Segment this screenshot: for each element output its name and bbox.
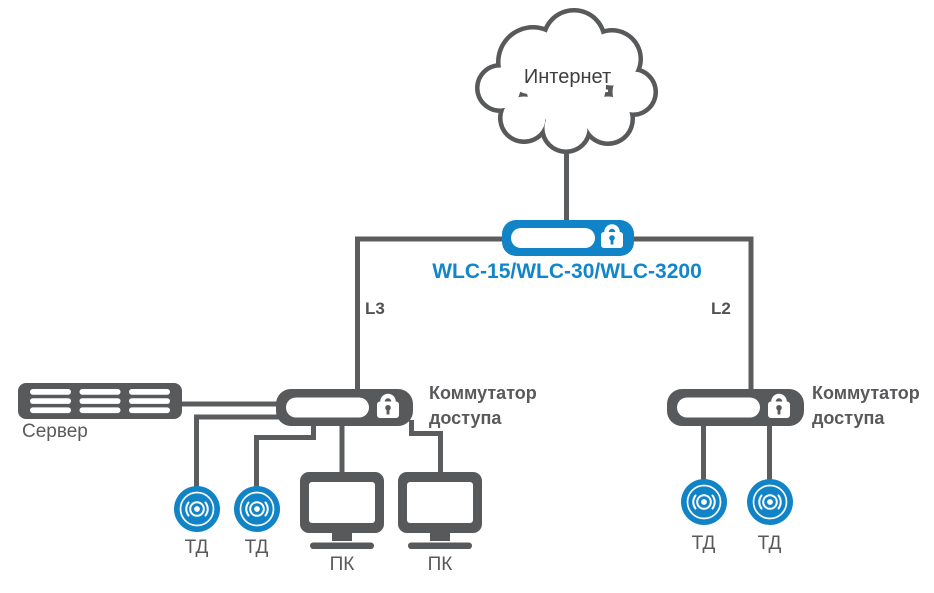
access-point-label: ТД (244, 537, 269, 558)
access-point-icon (746, 479, 793, 525)
pc (397, 472, 483, 549)
left-switch-label-line1: Коммутатор (429, 383, 537, 403)
access-switch-right (667, 389, 804, 426)
right-switch-label-line1: Коммутатор (812, 383, 920, 403)
internet-cloud-icon (475, 8, 658, 154)
left-switch-label: Коммутатор доступа (429, 381, 537, 431)
access-point (233, 486, 280, 532)
pc (299, 472, 385, 549)
switch-lock-icon (276, 389, 413, 426)
wire-switch-to-ap2 (254, 420, 316, 492)
left-switch-label-line2: доступа (429, 408, 502, 428)
server-label: Сервер (22, 421, 88, 442)
internet-cloud-label: Интернет (523, 66, 612, 88)
switch-lock-icon (667, 389, 804, 426)
access-point-icon (173, 486, 220, 532)
pc-label: ПК (329, 554, 355, 575)
access-point-label: ТД (757, 533, 782, 554)
wlc-controller (502, 220, 634, 256)
lock-icon (377, 393, 399, 418)
access-point-icon (233, 486, 280, 532)
server-icon (18, 383, 182, 419)
access-switch-left (276, 389, 413, 426)
access-point (173, 486, 220, 532)
pc-monitor-icon (398, 472, 482, 549)
wire-switch-to-ap1 (194, 414, 285, 492)
right-switch-label: Коммутатор доступа (812, 381, 920, 431)
wire-switch-to-pc2 (409, 420, 443, 476)
lock-icon (768, 393, 790, 418)
link-label-l3: L3 (365, 299, 385, 318)
wire-wlc-to-left-switch (355, 236, 512, 395)
wlc-controller-label: WLC-15/WLC-30/WLC-3200 (432, 260, 702, 283)
router-lock-icon (502, 220, 634, 256)
access-point-label: ТД (691, 533, 716, 554)
pc-label: ПК (427, 554, 453, 575)
link-label-l2: L2 (711, 299, 731, 318)
right-switch-label-line2: доступа (812, 408, 885, 428)
access-point-icon (680, 479, 727, 525)
server (18, 383, 182, 419)
access-point (680, 479, 727, 525)
lock-icon (601, 224, 623, 248)
access-point (746, 479, 793, 525)
wire-wlc-to-right-switch (628, 236, 754, 395)
pc-monitor-icon (300, 472, 384, 549)
access-point-label: ТД (184, 537, 209, 558)
